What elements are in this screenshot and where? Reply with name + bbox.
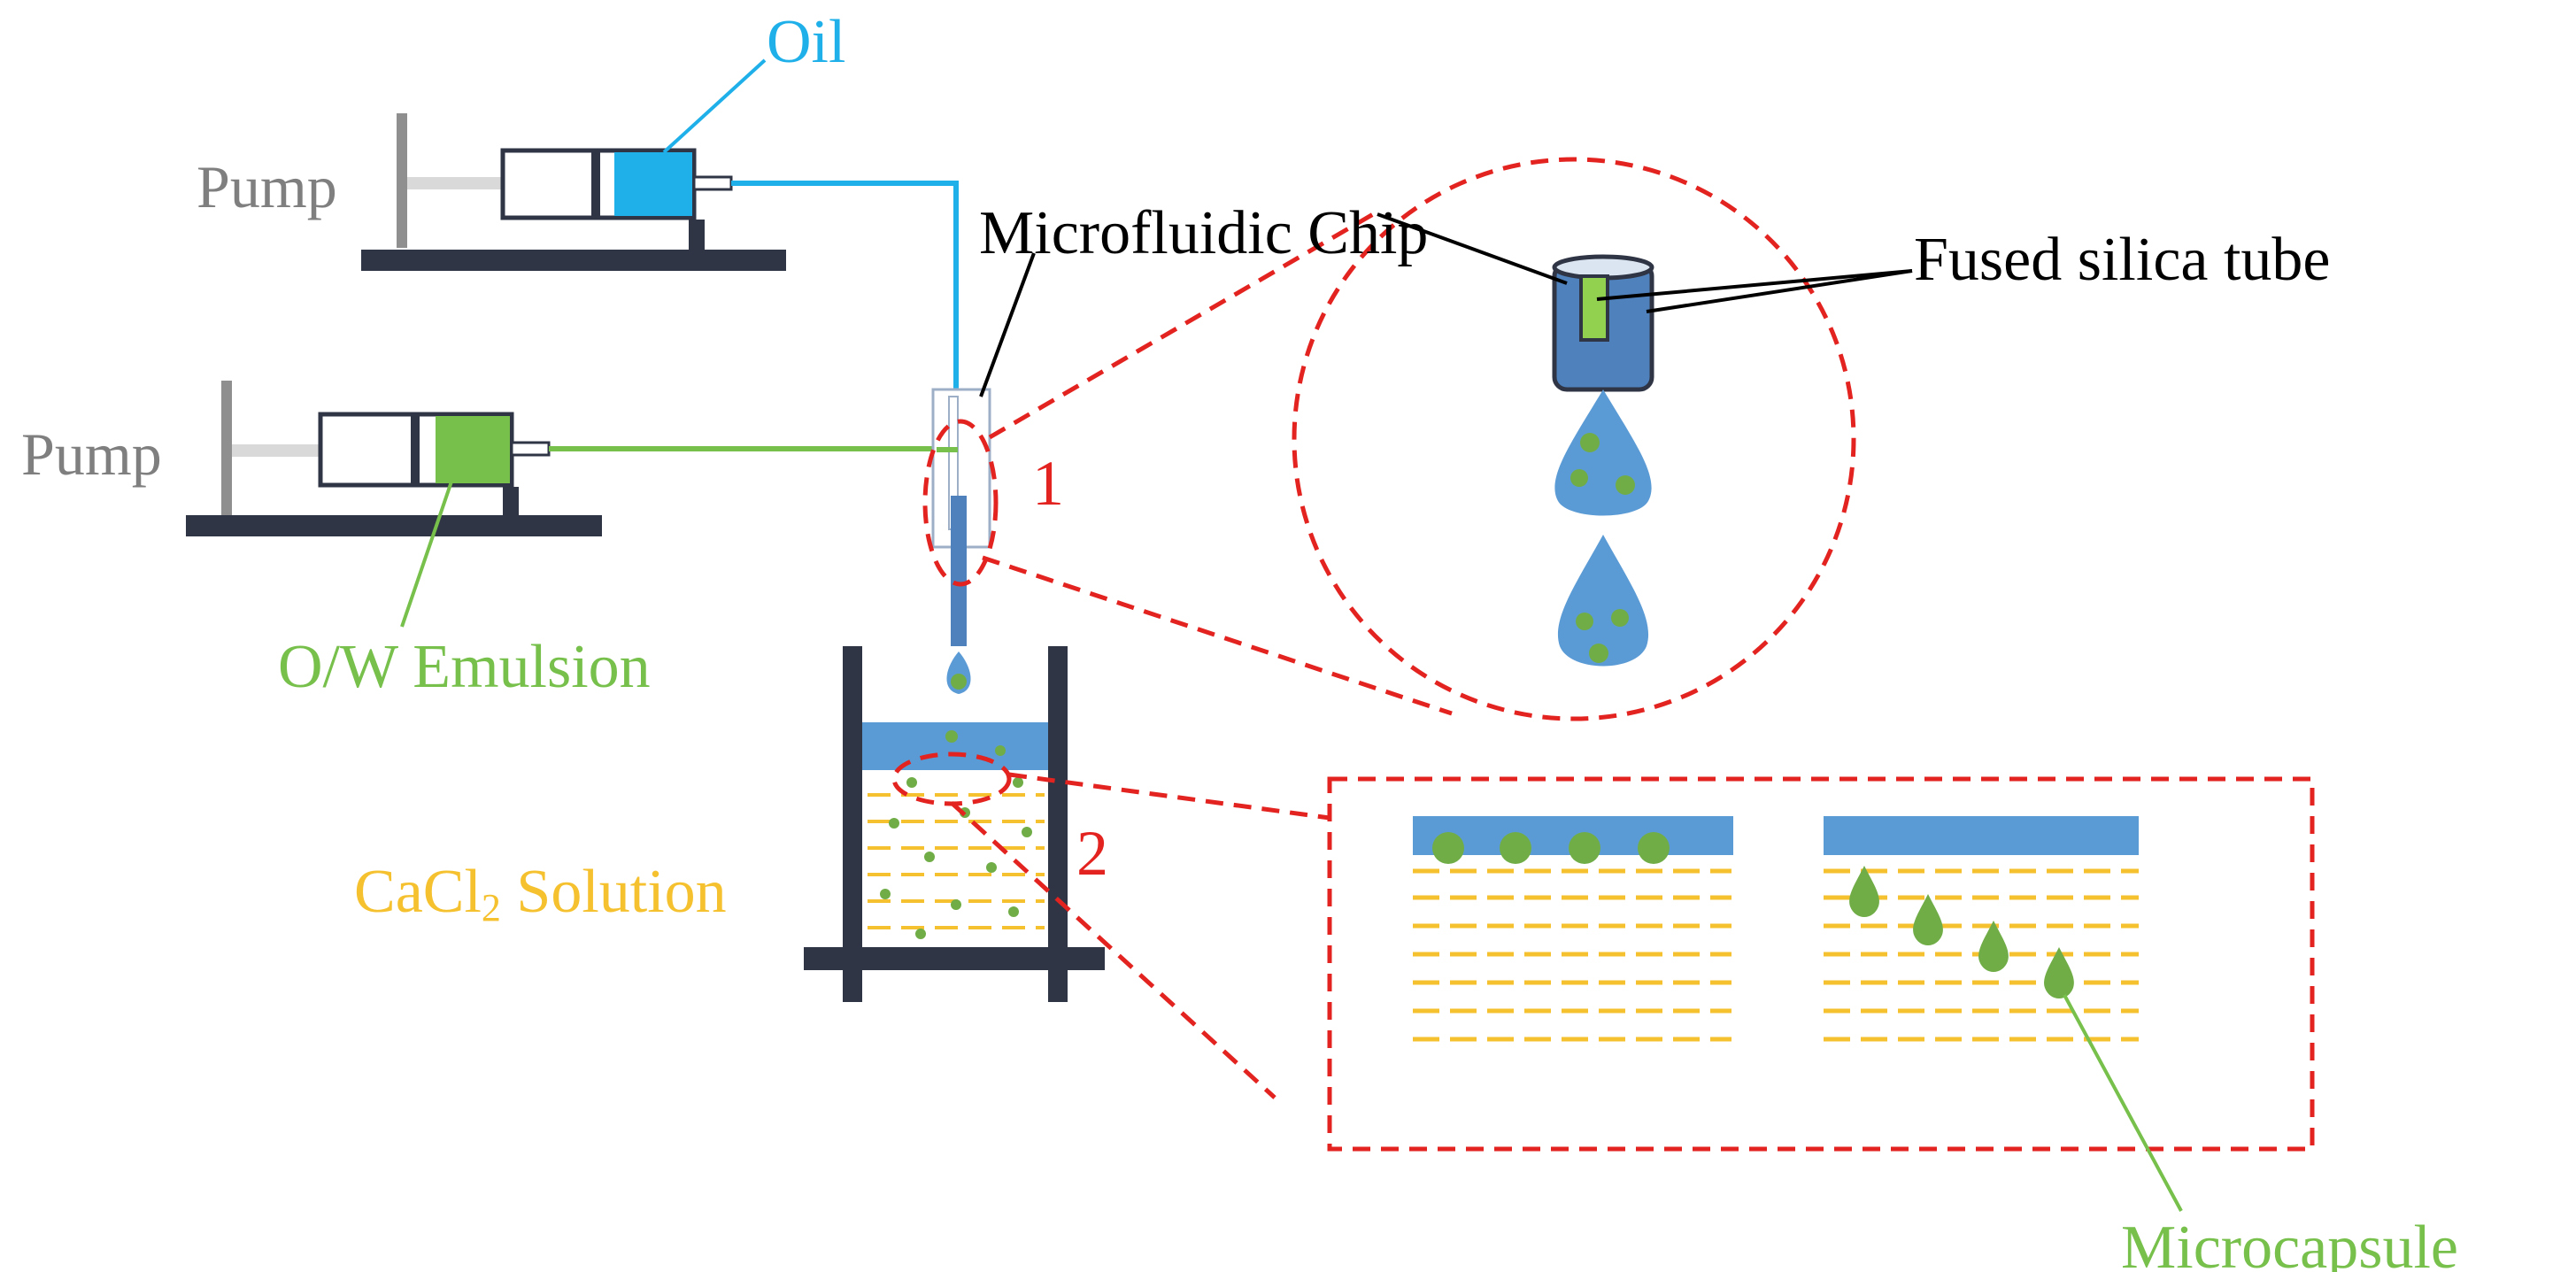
emulsion-leader	[400, 481, 453, 628]
collection-beaker	[804, 646, 1105, 1002]
zoom-droplet-2	[1557, 535, 1649, 667]
beaker-capsule	[986, 862, 997, 873]
beaker-capsule	[951, 899, 961, 910]
oil-tube	[731, 181, 959, 389]
pump-top-leg	[689, 220, 705, 251]
pump-bottom-rod	[232, 444, 328, 457]
marker-2: 2	[1076, 818, 1108, 889]
beaker-oil-layer	[862, 722, 1048, 770]
beaker-capsule	[906, 777, 917, 788]
beaker-capsule	[995, 745, 1006, 756]
cacl2-rest: Solution	[501, 858, 727, 926]
beaker-base	[804, 947, 1105, 970]
magnify-box-2	[1327, 776, 2315, 1152]
zoom-silica-tube	[1579, 274, 1609, 342]
sinking-capsule	[1849, 866, 1879, 917]
beaker-right-wall	[1048, 646, 1068, 1002]
sinking-capsule	[1913, 894, 1943, 945]
sinking-capsule	[2044, 947, 2074, 998]
pump-bottom-label: Pump	[21, 420, 162, 488]
beaker-capsule	[945, 730, 958, 743]
cacl2-main: CaCl	[354, 858, 482, 926]
beaker-capsule	[880, 889, 891, 899]
syringe-top-plunger	[591, 150, 600, 218]
magnify-line-1b	[982, 555, 1453, 716]
zoom-right-capsules	[1849, 866, 2074, 998]
magnify-line-2a	[1008, 772, 1330, 821]
magnify-ellipse-1	[922, 419, 999, 587]
pump-top-base	[361, 250, 786, 271]
beaker-capsule	[1013, 777, 1023, 788]
sinking-capsule	[1978, 921, 2009, 972]
pump-bottom-pusher	[221, 381, 232, 515]
cacl2-subscript: 2	[482, 886, 501, 929]
zoom-drop1-capsule	[1570, 469, 1588, 487]
zoom-drop2-capsule	[1611, 609, 1629, 627]
beaker-capsule	[924, 852, 935, 862]
magnify-line-2b	[950, 801, 1276, 1099]
outlet-tube	[951, 496, 967, 646]
zoom-droplet-1	[1554, 389, 1652, 516]
beaker-capsule	[1022, 827, 1032, 837]
beaker-capsule	[1008, 906, 1019, 917]
zoom-right-oil-layer	[1824, 816, 2139, 855]
emulsion-syringe-pump	[186, 381, 602, 536]
syringe-top-nozzle	[692, 175, 733, 191]
chip-emulsion-channel	[937, 447, 958, 452]
magnify-line-1a	[988, 208, 1381, 440]
zoomed-nozzle	[1552, 254, 1654, 667]
interface-capsule	[1569, 832, 1600, 864]
emulsion-label: O/W Emulsion	[278, 633, 651, 701]
beaker-left-wall	[843, 646, 862, 1002]
pump-bottom-base	[186, 515, 602, 536]
beaker-capsule	[915, 929, 926, 939]
zoom-drop2-capsule	[1589, 644, 1608, 663]
silica-tube-label: Fused silica tube	[1914, 226, 2330, 294]
beaker-capsule	[889, 818, 899, 829]
interface-capsule	[1432, 832, 1464, 864]
magnify-interface-group	[891, 752, 2315, 1152]
syringe-top-oil	[614, 152, 692, 216]
cacl2-label: CaCl2 Solution	[354, 858, 727, 929]
pump-top-pusher	[397, 113, 407, 248]
silica-leader-a	[1596, 269, 1913, 301]
chip-zoom-leader	[1377, 212, 1568, 285]
zoomed-interface	[1413, 816, 2139, 1042]
oil-syringe-pump	[361, 113, 786, 271]
pump-top-rod	[407, 177, 503, 189]
microcapsule-label: Microcapsule	[2121, 1214, 2458, 1272]
zoom-left-solution	[1413, 868, 1731, 1042]
emerging-drop-core	[951, 674, 967, 690]
pump-bottom-leg	[503, 487, 519, 517]
zoom-drop1-capsule	[1580, 433, 1600, 452]
magnify-nozzle-group	[922, 157, 1856, 721]
microfluidic-chip	[931, 388, 991, 694]
zoom-drop1-capsule	[1616, 475, 1635, 495]
zoom-drop2-capsule	[1576, 613, 1593, 630]
chip-label: Microfluidic Chip	[979, 199, 1428, 267]
oil-leader	[662, 58, 767, 154]
silica-leader-b	[1646, 269, 1913, 313]
interface-capsule	[1638, 832, 1670, 864]
interface-capsule	[1500, 832, 1531, 864]
syringe-bottom-nozzle	[510, 441, 551, 457]
marker-1: 1	[1032, 448, 1064, 519]
syringe-bottom-plunger	[411, 414, 420, 485]
chip-leader	[979, 252, 1036, 397]
microcapsule-leader	[2063, 994, 2183, 1212]
zoom-left-capsules	[1432, 832, 1670, 864]
syringe-bottom-emulsion	[436, 416, 510, 483]
magnify-circle-1	[1292, 157, 1856, 721]
oil-label: Oil	[767, 8, 845, 76]
pump-top-label: Pump	[197, 153, 337, 220]
